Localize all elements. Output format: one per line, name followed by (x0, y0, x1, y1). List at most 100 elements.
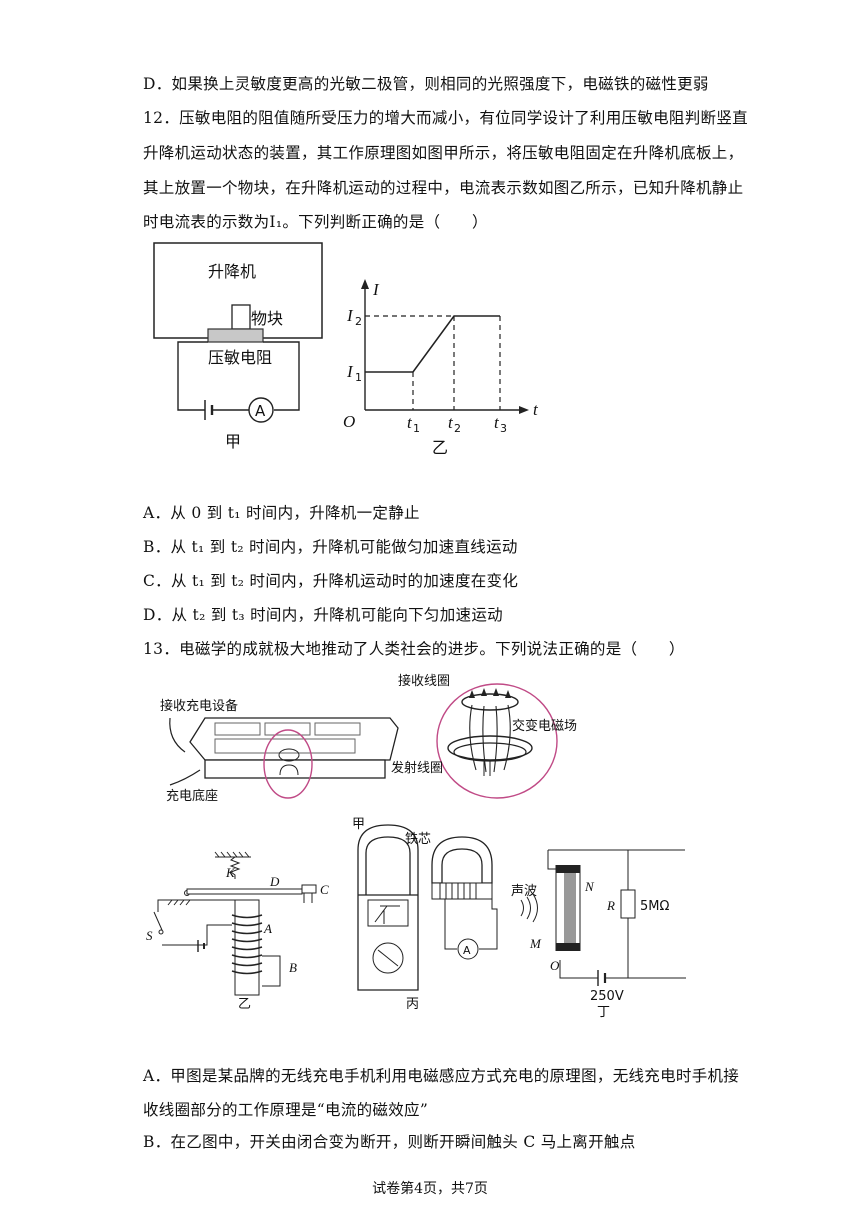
phone-panel-1 (214, 722, 261, 736)
fig-jia-label: 甲 (352, 817, 365, 832)
elevator-label: 升降机 (208, 262, 256, 281)
pivot-hatch (167, 899, 194, 906)
receiver-device-label: 接收充电设备 (160, 698, 238, 714)
t1-sub: 1 (413, 422, 420, 435)
transmit-leads (483, 760, 491, 776)
coil-small (279, 764, 299, 776)
q13-option-b: B．在乙图中，开关由闭合变为断开，则断开瞬间触头 C 马上离开触点 (143, 1133, 636, 1151)
q12-stem-line3: 其上放置一个物块，在升降机运动的过程中，电流表示数如图乙所示，已知升降机静止 (143, 179, 744, 197)
t3-label: t (494, 413, 500, 432)
current-curve (365, 315, 500, 373)
iron-core-clamp (431, 836, 493, 884)
R-value: 5MΩ (640, 899, 669, 914)
coil-windings (231, 914, 263, 975)
field-arrow-1 (469, 690, 475, 698)
M-label: M (529, 936, 542, 951)
x-axis-arrow (519, 406, 529, 414)
N-label: N (584, 879, 595, 894)
I1-label: I (346, 362, 354, 381)
q12-option-a: A．从 0 到 t₁ 时间内，升降机一定静止 (143, 504, 420, 522)
voltage-label: 250V (590, 989, 624, 1004)
I2-sub: 2 (355, 315, 362, 328)
coil-circle-small (278, 748, 300, 762)
core-coil (431, 882, 493, 900)
electromagnet-core (234, 899, 260, 996)
mic-top-wire (547, 850, 556, 870)
circuit-wire-right (263, 341, 300, 411)
clamp-ammeter-wire (444, 899, 498, 950)
circuit-wire (177, 341, 208, 411)
highlight-circle-large (436, 683, 558, 799)
receiving-coil-label: 接收线圈 (398, 673, 450, 689)
phone-panel-4 (214, 738, 356, 754)
coil-B-circuit (262, 955, 281, 987)
t3-sub: 3 (500, 422, 507, 435)
origin-label: O (343, 412, 355, 431)
axis-I-label: I (372, 280, 380, 299)
clamp-display (367, 899, 409, 927)
page-footer: 试卷第4页，共7页 (372, 1181, 488, 1197)
q12-figure: 升降机 物块 压敏电阻 A 甲 I t O I 1 I 2 t 1 t 2 t … (153, 242, 539, 457)
field-arrow-4 (505, 690, 511, 698)
O-label: O (550, 958, 560, 973)
t2-label: t (448, 413, 454, 432)
mic-circuit (548, 849, 686, 979)
charging-base (204, 759, 386, 779)
transmit-coil-inner (453, 742, 527, 762)
fig-yi-label: 乙 (432, 438, 448, 457)
t2-sub: 2 (454, 422, 461, 435)
q12-stem-line1: 12．压敏电阻的阻值随所受压力的增大而减小，有位同学设计了利用压敏电阻判断竖直 (143, 109, 748, 127)
ammeter-symbol (248, 397, 274, 423)
mic-gradient (564, 873, 576, 943)
pressure-resistor (207, 328, 264, 343)
clamp-ammeter-label: A (463, 944, 471, 957)
q12-option-c: C．从 t₁ 到 t₂ 时间内，升降机运动时的加速度在变化 (143, 572, 519, 590)
fig-ding-label: 丁 (597, 1005, 610, 1020)
alt-field-label: 交变电磁场 (512, 718, 577, 734)
mic-side-walls (555, 865, 581, 951)
axis-t-label: t (533, 400, 539, 419)
transmit-coil-label: 发射线圈 (391, 760, 443, 776)
D-label: D (269, 874, 280, 889)
I1-sub: 1 (355, 371, 362, 384)
ammeter-label: A (255, 402, 266, 420)
switch-circuit (153, 899, 238, 946)
phone-panel-2 (264, 722, 311, 736)
C-label: C (320, 882, 329, 897)
ceiling-hatch (214, 851, 251, 858)
transmit-coil (447, 735, 533, 761)
dial-mark (377, 949, 399, 967)
pointer-arrow-base (169, 769, 201, 786)
y-axis-arrow (361, 279, 369, 289)
q13-figure: 接收充电设备 充电底座 接收线圈 交变电磁场 发射线圈 甲 K D C A B … (146, 673, 686, 1020)
q11-option-d: D．如果换上灵敏度更高的光敏二极管，则相同的光照强度下，电磁铁的磁性更弱 (143, 75, 709, 93)
B-label: B (289, 960, 297, 975)
highlight-circle-small (263, 729, 313, 799)
q12-option-d: D．从 t₂ 到 t₃ 时间内，升降机可能向下匀加速运动 (143, 606, 503, 624)
armature-bar (186, 888, 303, 895)
A-label: A (263, 921, 272, 936)
q12-stem-line2: 升降机运动状态的装置，其工作原理图如图甲所示，将压敏电阻固定在升降机底板上， (143, 144, 744, 162)
S-label: S (146, 928, 153, 943)
phone-panel-3 (314, 722, 361, 736)
field-lines (469, 704, 511, 773)
q13-option-a-line2: 收线圈部分的工作原理是“电流的磁效应” (143, 1101, 429, 1119)
sound-wave-label: 声波 (511, 884, 537, 899)
pointer-arrow-device (169, 717, 186, 753)
K-label: K (225, 865, 236, 880)
t1-label: t (407, 413, 413, 432)
field-arrow-2 (481, 688, 487, 696)
q12-option-b: B．从 t₁ 到 t₂ 时间内，升降机可能做匀加速直线运动 (143, 538, 518, 556)
resistor-label: 压敏电阻 (208, 348, 272, 367)
charging-base-label: 充电底座 (166, 788, 218, 804)
fig-jia-label: 甲 (225, 432, 241, 451)
fig-bing-label: 丙 (406, 997, 419, 1012)
field-arrow-3 (493, 688, 499, 696)
display-needle (374, 905, 400, 924)
plate-N (556, 865, 580, 873)
clamp-ammeter (457, 938, 479, 960)
q13-stem: 13．电磁学的成就极大地推动了人类社会的进步。下列说法正确的是（ ） (143, 640, 685, 658)
core-coil-windings (439, 883, 477, 899)
fig-yi-label: 乙 (238, 997, 251, 1012)
switch-pivot (158, 929, 164, 935)
